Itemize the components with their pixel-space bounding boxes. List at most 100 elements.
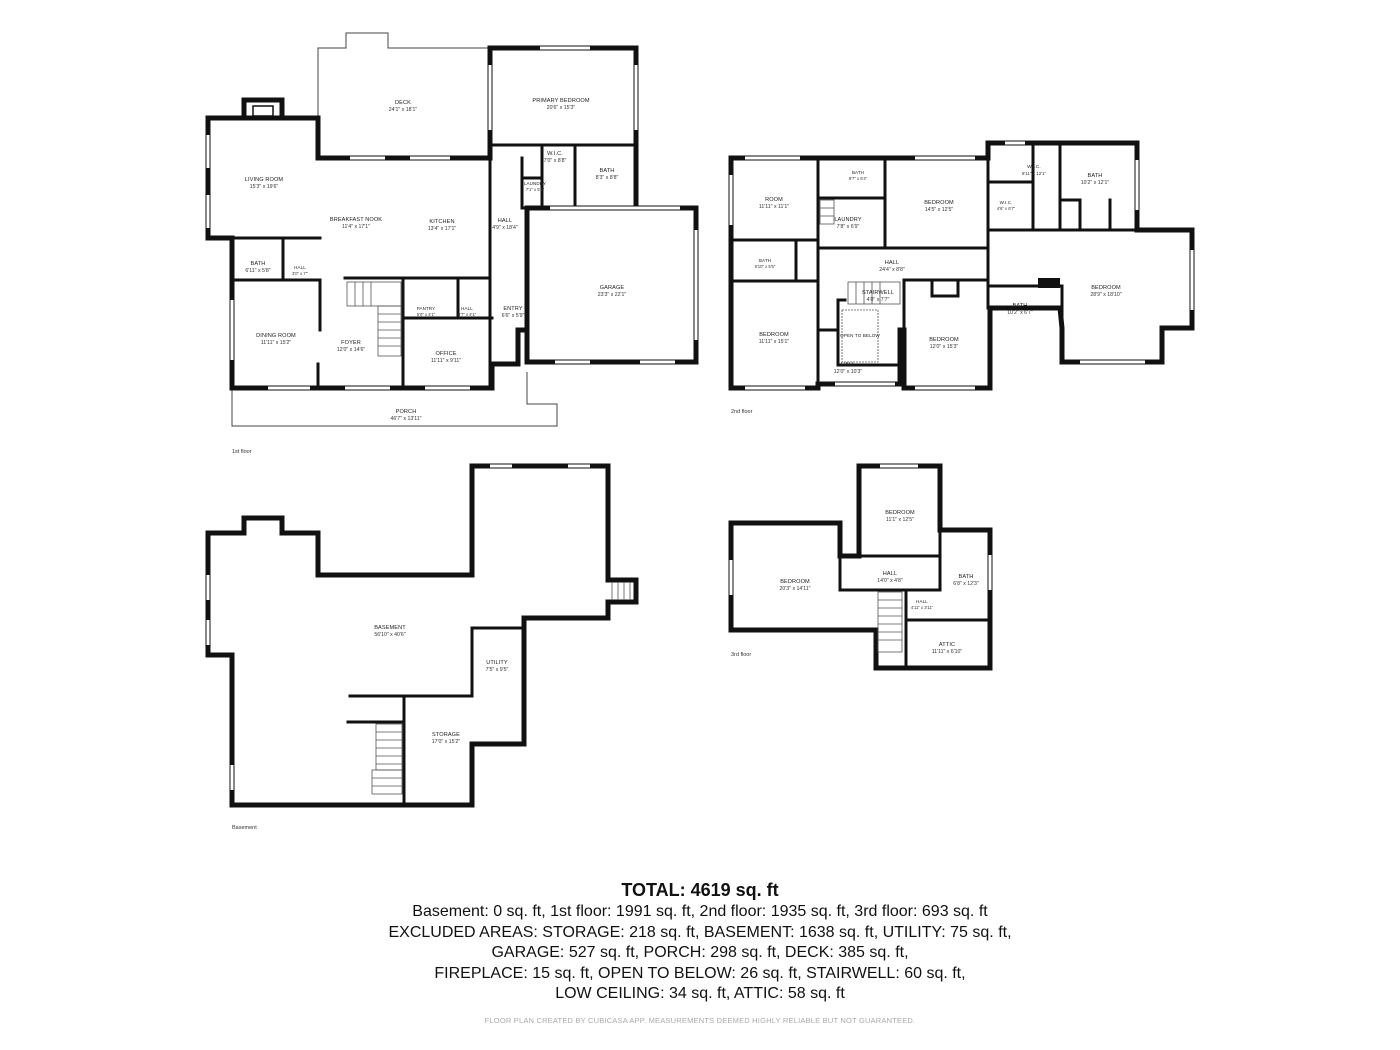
third-floor-windows bbox=[729, 464, 992, 595]
room-dims: 8'10" x 5'5" bbox=[755, 264, 776, 269]
room-name: LAUNDRY bbox=[524, 181, 546, 186]
basement-room-labels: BASEMENT 56'10" x 40'6" UTILITY 7'5" x 9… bbox=[374, 625, 508, 745]
room-name: BEDROOM bbox=[780, 579, 810, 585]
third-floor-room-labels: BEDROOM 11'1" x 12'5" BEDROOM 20'3" x 14… bbox=[780, 510, 979, 655]
room-name: BEDROOM bbox=[924, 200, 954, 206]
room-name: HALL bbox=[498, 218, 512, 224]
third-floor-exterior-wall bbox=[728, 463, 993, 671]
summary-line: EXCLUDED AREAS: STORAGE: 218 sq. ft, BAS… bbox=[388, 923, 1012, 941]
basement-exterior-wall bbox=[205, 463, 639, 808]
room-dims: 6'8" x 12'3" bbox=[953, 581, 979, 587]
fireplace bbox=[1038, 278, 1060, 288]
room-name: OFFICE bbox=[435, 351, 456, 357]
room-name: BATH bbox=[852, 170, 864, 175]
room-name: BASEMENT bbox=[374, 625, 406, 631]
summary-line: FIREPLACE: 15 sq. ft, OPEN TO BELOW: 26 … bbox=[434, 964, 966, 982]
basement-stairs bbox=[371, 582, 631, 795]
room-dims: 10'2" x 6'7" bbox=[1007, 310, 1033, 316]
room-dims: 20'3" x 14'11" bbox=[780, 586, 811, 592]
room-dims: 14'0" x 4'8" bbox=[877, 578, 903, 584]
room-dims: 23'3" x 22'1" bbox=[598, 292, 627, 298]
room-name: HALL bbox=[885, 260, 899, 266]
room-name: UTILITY bbox=[486, 660, 508, 666]
room-name: BEDROOM bbox=[885, 510, 915, 516]
room-dims: 11'11" x 15'2" bbox=[261, 340, 292, 346]
room-name: OPEN TO BELOW bbox=[840, 333, 880, 338]
first-floor-plan: DECK 24'1" x 18'1" PRIMARY BEDROOM 20'6"… bbox=[205, 32, 699, 455]
first-floor-room-labels: DECK 24'1" x 18'1" PRIMARY BEDROOM 20'6"… bbox=[245, 98, 627, 422]
room-name: PORCH bbox=[396, 409, 417, 415]
room-dims: 11'11" x 11'1" bbox=[759, 204, 789, 210]
room-name: FOYER bbox=[341, 340, 361, 346]
room-dims: 11'11" x 15'1" bbox=[759, 339, 790, 345]
room-dims: 9'7" x 5'4" bbox=[849, 176, 868, 181]
room-dims: 14'5" x 12'5" bbox=[925, 207, 954, 213]
room-dims: 46'7" x 13'11" bbox=[391, 416, 422, 422]
second-floor-exterior-wall bbox=[728, 140, 1195, 391]
floor-label: 3rd floor bbox=[731, 652, 751, 658]
room-dims: 4'11" x 3'11" bbox=[911, 605, 934, 610]
room-dims: 3'0" x 7'" bbox=[292, 271, 308, 276]
open-to-below-area bbox=[841, 309, 879, 363]
room-name: STORAGE bbox=[432, 732, 460, 738]
floor-label: 1st floor bbox=[232, 449, 252, 455]
fireplace-chimney bbox=[241, 97, 285, 121]
room-name: BEDROOM bbox=[759, 332, 789, 338]
first-floor-windows bbox=[206, 46, 698, 390]
room-name: BATH bbox=[1088, 173, 1103, 179]
room-name: W.I.C. bbox=[1000, 200, 1013, 205]
room-name: BATH bbox=[1013, 303, 1028, 309]
room-dims: 7'5" x 9'5" bbox=[486, 667, 509, 673]
room-dims: 15'3" x 19'6" bbox=[250, 184, 279, 190]
room-dims: 11'11" x 6'10" bbox=[932, 649, 963, 655]
room-dims: 7'0" x 8'8" bbox=[544, 158, 567, 164]
room-name: PANTRY bbox=[417, 306, 435, 311]
room-dims: 28'9" x 18'10" bbox=[1090, 292, 1121, 298]
room-name: BATH bbox=[600, 168, 615, 174]
room-dims: 11'11" x 9'11" bbox=[431, 358, 461, 364]
summary-line: Basement: 0 sq. ft, 1st floor: 1991 sq. … bbox=[412, 903, 988, 920]
room-name: HALL bbox=[841, 362, 855, 368]
room-dims: 4'6" x 6'7" bbox=[997, 206, 1016, 211]
room-name: GARAGE bbox=[600, 285, 625, 291]
room-dims: 3'7" x 4'1" bbox=[458, 312, 477, 317]
room-dims: 4'0" x 7'7" bbox=[867, 297, 890, 303]
area-summary: TOTAL: 4619 sq. ft Basement: 0 sq. ft, 1… bbox=[0, 878, 1400, 1005]
basement-windows bbox=[206, 464, 590, 790]
room-name: W.I.C. bbox=[1027, 164, 1041, 170]
basement-plan: BASEMENT 56'10" x 40'6" UTILITY 7'5" x 9… bbox=[205, 463, 639, 831]
room-dims: 5'0" x 4'1" bbox=[417, 312, 436, 317]
room-dims: 20'6" x 15'3" bbox=[547, 105, 576, 111]
second-floor-stairs bbox=[819, 199, 901, 305]
room-dims: 8'3" x 8'8" bbox=[596, 175, 619, 181]
room-name: ATTIC bbox=[939, 642, 955, 648]
room-dims: 24'1" x 18'1" bbox=[389, 107, 418, 113]
room-name: DINING ROOM bbox=[256, 333, 296, 339]
room-dims: 10'2" x 12'1" bbox=[1081, 180, 1110, 186]
room-name: HALL bbox=[883, 571, 897, 577]
room-dims: 12'0" x 10'3" bbox=[834, 369, 863, 375]
room-dims: 6'6" x 5'9" bbox=[502, 313, 525, 319]
room-name: BATH bbox=[251, 261, 266, 267]
room-dims: 24'4" x 8'8" bbox=[879, 267, 905, 273]
disclaimer-footer: FLOOR PLAN CREATED BY CUBICASA APP. MEAS… bbox=[484, 1016, 916, 1025]
room-dims: 12'0" x 15'3" bbox=[930, 344, 959, 350]
room-name: BATH bbox=[759, 258, 771, 263]
room-name: HALL bbox=[461, 306, 473, 311]
room-name: BEDROOM bbox=[1091, 285, 1121, 291]
summary-line: LOW CEILING: 34 sq. ft, ATTIC: 58 sq. ft bbox=[555, 985, 845, 1002]
room-name: HALL bbox=[294, 265, 306, 270]
room-name: ENTRY bbox=[503, 306, 523, 312]
summary-line: GARAGE: 527 sq. ft, PORCH: 298 sq. ft, D… bbox=[491, 944, 909, 961]
room-name: PRIMARY BEDROOM bbox=[532, 98, 589, 104]
room-name: W.I.C. bbox=[547, 151, 563, 157]
room-name: BEDROOM bbox=[929, 337, 959, 343]
room-name: DECK bbox=[395, 100, 411, 106]
room-dims: 7'8" x 6'9" bbox=[837, 224, 860, 230]
second-floor-windows bbox=[729, 141, 1194, 390]
room-dims: 13'4" x 17'1" bbox=[428, 226, 457, 232]
room-name: STAIRWELL bbox=[862, 290, 894, 296]
room-name: LIVING ROOM bbox=[245, 177, 284, 183]
floor-label: 2nd floor bbox=[731, 409, 753, 415]
